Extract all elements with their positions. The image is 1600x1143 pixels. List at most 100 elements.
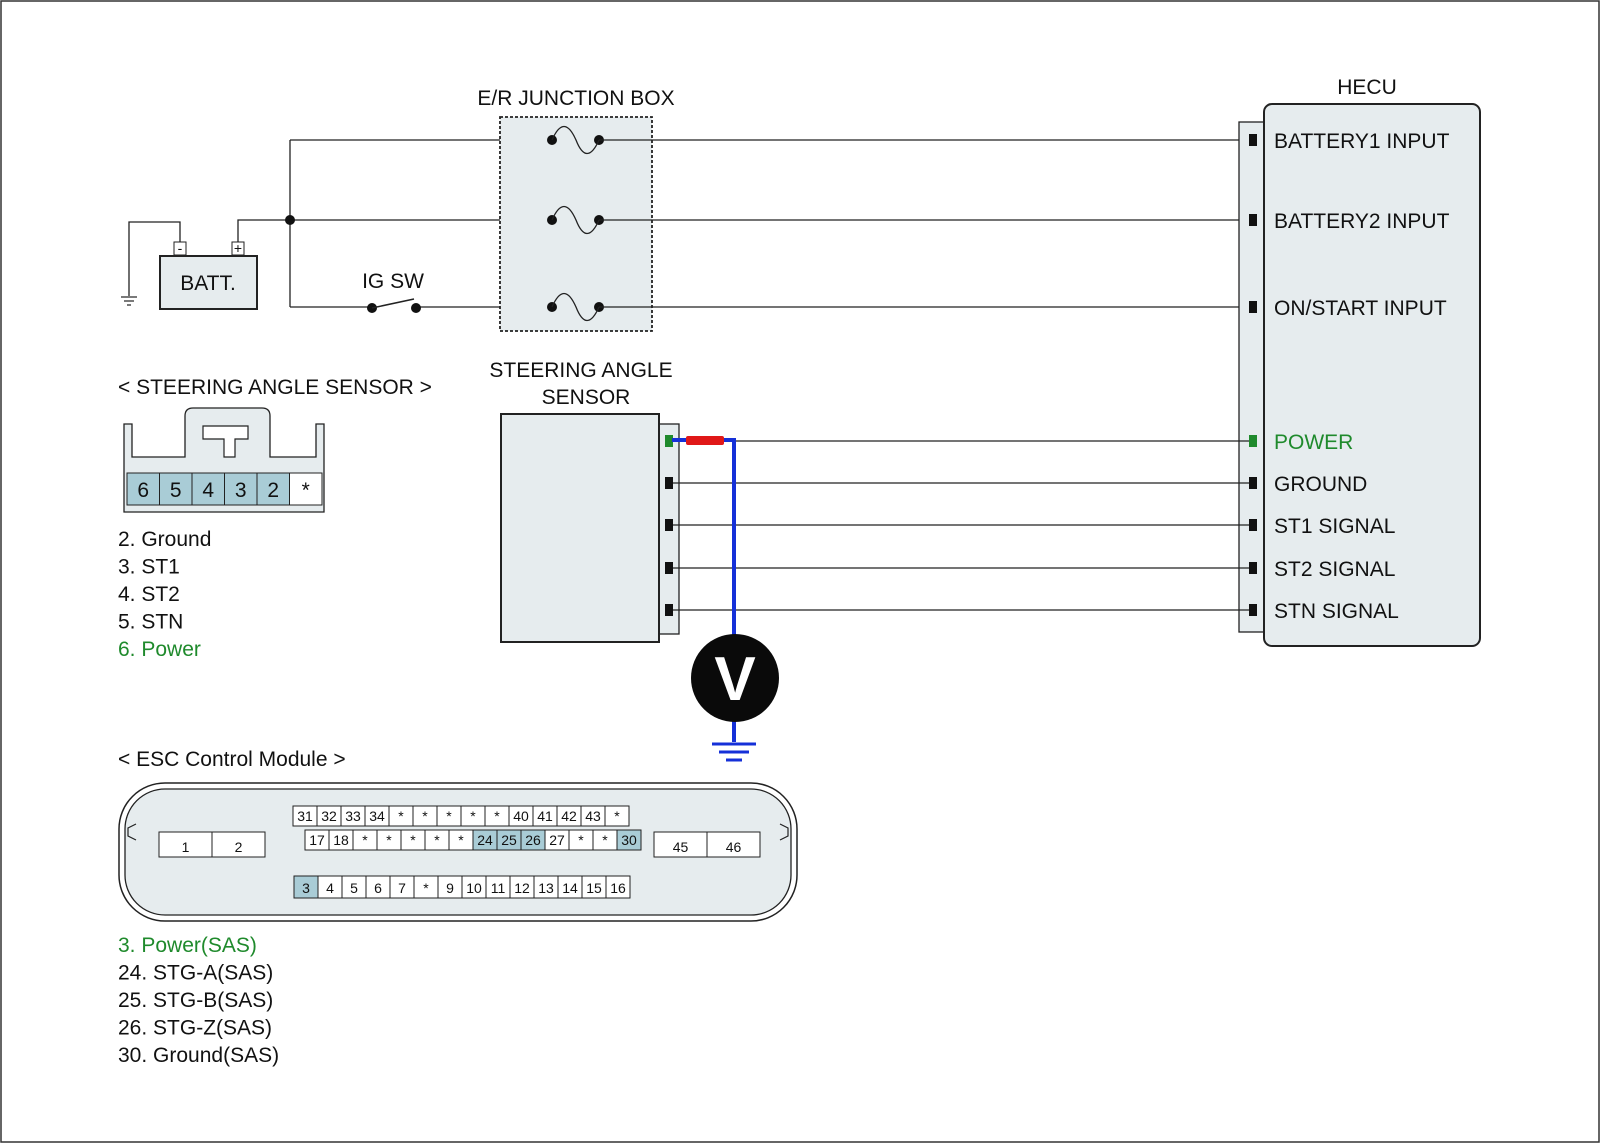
hecu-pin-label: POWER: [1274, 431, 1353, 454]
hecu-pin-terminal: [1249, 214, 1257, 226]
sensor-title-line1: STEERING ANGLE: [489, 359, 672, 382]
probe-red-tip: [686, 436, 724, 445]
hecu-pin-label: ST2 SIGNAL: [1274, 558, 1395, 581]
esc-pin-number: 15: [586, 880, 602, 896]
sas-pin-cell: [256, 472, 290, 506]
battery: BATT. - +: [121, 221, 258, 310]
esc-pin-number: *: [458, 832, 464, 848]
battery-plus-sign: +: [234, 240, 242, 256]
sas-pin-cell: [159, 472, 193, 506]
sensor-pin-terminal: [665, 435, 673, 447]
sas-pin-cell: [224, 472, 258, 506]
junction-box: E/R JUNCTION BOX: [477, 87, 675, 332]
esc-pin-number: 31: [297, 808, 313, 824]
esc-pin-number: 16: [610, 880, 626, 896]
esc-pin-number: *: [423, 880, 429, 896]
hecu-pin-label: GROUND: [1274, 473, 1367, 496]
sas-pin-cell: [289, 472, 323, 506]
sensor-pin-terminal: [665, 562, 673, 574]
esc-pin-number: 40: [513, 808, 529, 824]
esc-pin-number: 26: [525, 832, 541, 848]
esc-pin-number: *: [494, 808, 500, 824]
hecu-pin-terminal: [1249, 604, 1257, 616]
esc-pin-number: 43: [585, 808, 601, 824]
sas-connector-key: [202, 425, 249, 458]
esc-pin-number: 33: [345, 808, 361, 824]
esc-pin-number: 41: [537, 808, 553, 824]
voltmeter-probe: V: [672, 436, 779, 762]
esc-pin-number: *: [470, 808, 476, 824]
esc-pin-number: 14: [562, 880, 578, 896]
junction-box-title: E/R JUNCTION BOX: [477, 87, 674, 110]
esc-pin-cell: [616, 829, 642, 851]
esc-pin-cell: [158, 831, 213, 858]
sensor-pin-list: [665, 435, 673, 616]
sensor-pin-terminal: [665, 604, 673, 616]
sas-connector-title: < STEERING ANGLE SENSOR >: [118, 376, 432, 399]
esc-pin-cell: [706, 831, 761, 858]
hecu-pin-terminal: [1249, 519, 1257, 531]
sensor-to-hecu-wires: [673, 440, 1249, 611]
hecu-pin-label: BATTERY2 INPUT: [1274, 210, 1450, 233]
esc-pin-number: 11: [491, 880, 506, 896]
esc-pin-legend: 3. Power(SAS)24. STG-A(SAS)25. STG-B(SAS…: [118, 934, 279, 1067]
hecu-pin-terminal: [1249, 435, 1257, 447]
battery-minus-sign: -: [178, 240, 183, 256]
esc-pin-cell: [605, 875, 631, 899]
esc-pin-number: *: [434, 832, 440, 848]
esc-pin-number: *: [386, 832, 392, 848]
esc-legend-item: 26. STG-Z(SAS): [118, 1017, 272, 1040]
sensor-pin-terminal: [665, 477, 673, 489]
esc-pin-number: *: [614, 808, 620, 824]
esc-pin-number: 13: [538, 880, 554, 896]
esc-pin-number: 46: [726, 839, 742, 855]
esc-pin-number: *: [362, 832, 368, 848]
junction-to-hecu-wires: [599, 139, 1250, 308]
esc-pin-number: 45: [673, 839, 689, 855]
esc-pin-number: *: [422, 808, 428, 824]
esc-connector-title: < ESC Control Module >: [118, 748, 346, 771]
hecu-pin-label: ON/START INPUT: [1274, 297, 1447, 320]
esc-legend-item: 3. Power(SAS): [118, 934, 257, 957]
hecu-pin-terminal: [1249, 134, 1257, 146]
esc-pin-number: 4: [326, 880, 334, 896]
sas-legend-item: 5. STN: [118, 611, 183, 634]
voltmeter-label: V: [714, 645, 755, 714]
esc-pin-number: 30: [621, 832, 637, 848]
esc-pin-number: 7: [398, 880, 406, 896]
voltmeter: [691, 634, 779, 722]
esc-pin-number: *: [578, 832, 584, 848]
esc-pin-number: 6: [374, 880, 382, 896]
sas-legend-item: 2. Ground: [118, 528, 211, 551]
hecu-title: HECU: [1337, 76, 1397, 99]
hecu-pin-label: ST1 SIGNAL: [1274, 515, 1395, 538]
esc-pin-number: 2: [235, 839, 243, 855]
esc-pin-number: *: [398, 808, 404, 824]
esc-pin-cell: [653, 831, 708, 858]
esc-pin-cell: [211, 831, 266, 858]
esc-pin-number: 18: [333, 832, 349, 848]
steering-angle-sensor-block: STEERING ANGLE SENSOR: [489, 359, 680, 643]
esc-legend-item: 24. STG-A(SAS): [118, 962, 273, 985]
esc-pin-number: 3: [302, 880, 310, 896]
esc-pin-number: 1: [182, 839, 190, 855]
junction-box-body: [499, 116, 653, 332]
sas-pin-number: 3: [235, 479, 247, 502]
sas-legend-item: 4. ST2: [118, 583, 180, 606]
esc-pin-number: 25: [501, 832, 517, 848]
sas-pin-number: 6: [137, 479, 149, 502]
esc-pin-number: *: [446, 808, 452, 824]
esc-pin-number: *: [602, 832, 608, 848]
sensor-body: [500, 413, 660, 643]
esc-pin-number: 42: [561, 808, 577, 824]
hecu-pin-terminal: [1249, 477, 1257, 489]
battery-label: BATT.: [180, 272, 236, 295]
hecu-pin-terminal: [1249, 562, 1257, 574]
esc-pin-number: 17: [309, 832, 325, 848]
